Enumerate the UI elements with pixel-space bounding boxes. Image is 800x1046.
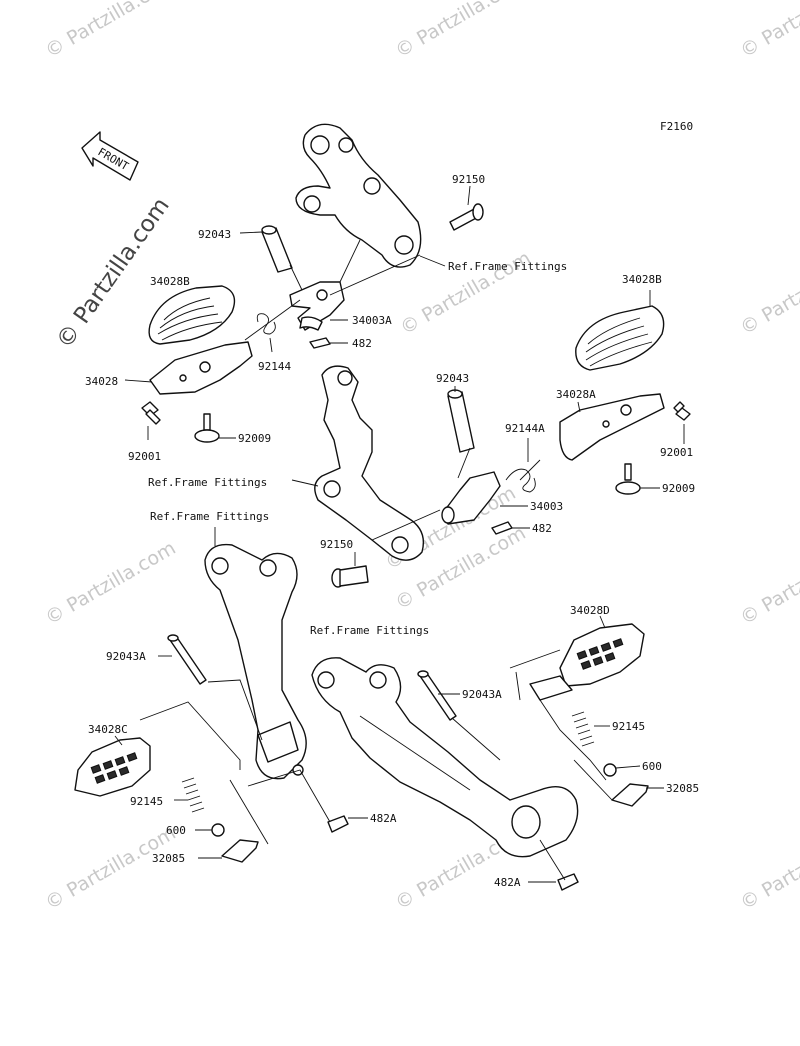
bolt-92150-mid [331,552,369,588]
label-92145-right: 92145 [612,720,645,733]
label-ref-frame-2: Ref.Frame Fittings [148,476,267,489]
label-92150-mid: 92150 [320,538,353,551]
middle-bracket [291,365,425,561]
guide-lines [139,239,613,881]
label-482a-right: 482A [494,876,521,889]
plate-32085-left [198,839,259,863]
pin-92043-top [239,225,293,273]
label-34028a: 34028A [556,388,596,401]
label-92001-left: 92001 [128,450,161,463]
label-ref-frame-4: Ref.Frame Fittings [310,624,429,637]
pin-92043-mid [447,386,475,453]
label-92043-mid: 92043 [436,372,469,385]
front-arrow-icon: FRONT [81,131,139,181]
pin-92150-top [449,185,484,231]
footpeg-rubber-left [148,285,236,345]
watermark-text: © Partzilla.com [42,537,180,629]
footpeg-base-left [124,341,253,395]
label-34003: 34003 [530,500,563,513]
footpeg-rubber-right [575,290,665,371]
pin-92043a-right [417,670,460,721]
watermark-text: © Partzilla.com [737,0,800,62]
lower-left-lever [204,527,307,780]
ball-600-right [603,763,641,777]
plate-32085-right [611,783,664,807]
label-34028b-left: 34028B [150,275,190,288]
label-34028b-right: 34028B [622,273,662,286]
figure-code: F2160 [660,120,693,133]
label-482-top: 482 [352,337,372,350]
label-34028: 34028 [85,375,118,388]
watermark-text: © Partzilla.com [392,0,530,62]
label-92043a-right: 92043A [462,688,502,701]
bolt-92009-right [615,463,660,495]
watermark-text: © Partzilla.com [737,247,800,339]
label-600-right: 600 [642,760,662,773]
label-34003a: 34003A [352,314,392,327]
bolt-92009-left [194,413,236,443]
bolt-92001-left [141,401,161,440]
watermark-text: © Partzilla.com [42,822,180,914]
pin-92043a-left [158,634,207,685]
label-92145-left: 92145 [130,795,163,808]
upper-left-bracket [295,123,446,268]
spring-92145-left [174,777,205,813]
label-ref-frame-1: Ref.Frame Fittings [448,260,567,273]
footpeg-34028d [529,615,645,701]
washer-482-mid [491,521,530,535]
label-482a-left: 482A [370,812,397,825]
label-34028c: 34028C [88,723,128,736]
label-32085-left: 32085 [152,852,185,865]
label-92043a-left: 92043A [106,650,146,663]
label-600-left: 600 [166,824,186,837]
spring-92145-right [571,711,610,747]
footpeg-base-right [559,393,665,461]
washer-482a-left [327,815,368,833]
label-34028d: 34028D [570,604,610,617]
label-ref-frame-3: Ref.Frame Fittings [150,510,269,523]
label-92150-top: 92150 [452,173,485,186]
label-92144: 92144 [258,360,291,373]
holder-34003 [441,471,528,525]
label-92043-top: 92043 [198,228,231,241]
bolt-92001-right [673,401,691,444]
watermark-text: © Partzilla.com [42,0,180,62]
label-92144a: 92144A [505,422,545,435]
washer-482a-right [528,873,579,891]
holder-34003a [289,281,348,331]
watermark-text: © Partzilla.com [737,537,800,629]
label-92009-left: 92009 [238,432,271,445]
watermark-text: © Partzilla.com [737,822,800,914]
label-32085-right: 32085 [666,782,699,795]
spring-92144a [505,438,536,493]
label-92001-right: 92001 [660,446,693,459]
label-92009-right: 92009 [662,482,695,495]
label-482-mid: 482 [532,522,552,535]
footpeg-34028c [74,735,151,797]
ball-600-left [195,823,225,837]
lower-right-lever [311,657,579,858]
washer-482-top [309,337,348,349]
spring-92144 [256,313,276,353]
callout-labels: 92150 92043 34028B Ref.Frame Fittings 34… [85,173,699,889]
